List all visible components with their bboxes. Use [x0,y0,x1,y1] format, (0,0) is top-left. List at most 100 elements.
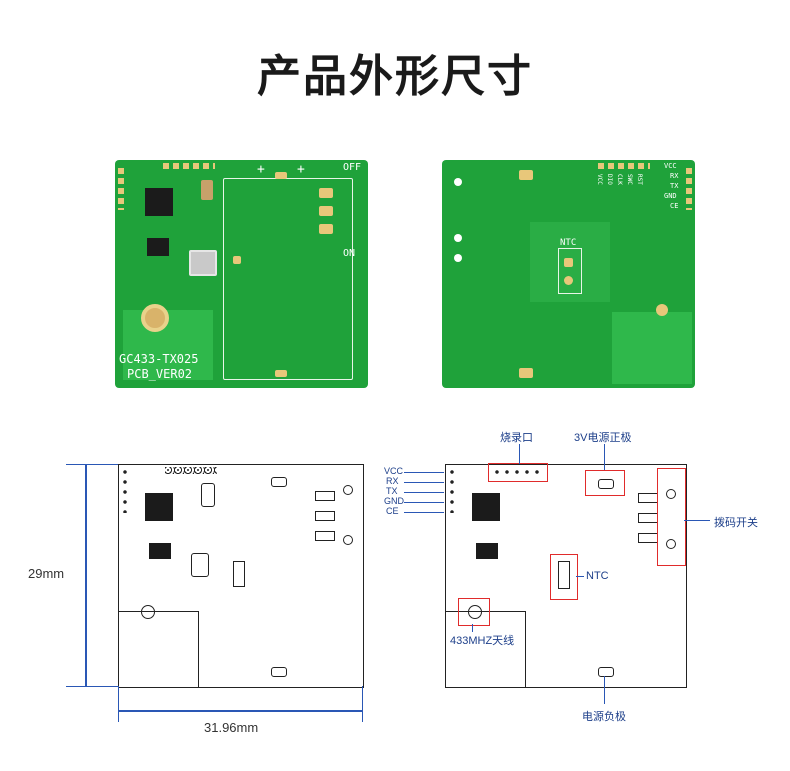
back-mount-pad [656,304,668,316]
pcb-antenna-area-back [612,312,692,384]
drawing-cap [201,483,215,507]
dim-width-tick-left [118,686,119,722]
silk-model: GC433-TX025 [119,352,199,366]
silk-pin-top-rst: RST [636,174,643,185]
label-burn-port: 烧录口 [500,432,533,444]
silk-version: PCB_VER02 [127,367,193,381]
drawing-ntc-pad [233,561,245,587]
silk-off: OFF [343,162,362,173]
crystal [189,250,217,276]
label-pin-tx: TX [386,486,398,496]
drawing-mount-hole [141,605,155,619]
silk-pin-gnd: GND [664,192,677,200]
label-pin-gnd: GND [384,496,404,506]
label-pin-ce: CE [386,506,399,516]
line-dip [684,520,710,521]
silk-pin-top-clk: CLK [616,174,623,185]
back-pad-bottom [519,368,533,378]
dim-width-line [118,710,362,712]
annot-dip-1 [638,493,658,503]
pad-ntc [233,256,241,264]
pad-dip-1 [319,188,333,198]
dim-height-tick-top [66,464,118,465]
annot-mount-hole [468,605,482,619]
back-pin-row [598,163,650,169]
silk-pin-ce: CE [670,202,679,210]
drawing-dip-1 [315,491,335,501]
pcb-back-photo: NTC VCC RX TX GND CE VCC DIO CLK SWC RST [442,160,695,388]
annot-hole-r1 [666,489,676,499]
back-pin-col [686,168,692,210]
annot-pin-col [448,467,456,513]
line-pin-vcc [404,472,444,473]
annot-pad-bottom [598,667,614,677]
drawing-mcu [145,493,173,521]
drawing-crystal [191,553,209,577]
dim-height-label: 29mm [28,566,65,581]
annot-ntc-pad [558,561,570,589]
pin-col-left [118,168,124,210]
dim-height-tick-bottom [66,686,118,687]
dim-width-tick-right [362,686,363,722]
dim-height-line [85,464,87,686]
silk-pin-vcc: VCC [664,162,677,170]
line-pin-ce [404,512,444,513]
ntc-pad-1 [564,258,573,267]
label-dip-switch: 拨码开关 [714,517,758,529]
capacitor [201,180,213,200]
back-hole-1 [454,178,462,186]
label-pin-rx: RX [386,476,399,486]
line-burn-port [519,444,520,464]
drawing-pad-bottom [271,667,287,677]
drawing-dip-3 [315,531,335,541]
drawing-annotated [445,464,687,688]
silk-pin-tx: TX [670,182,679,190]
antenna-cutout [118,611,199,688]
line-pin-rx [404,482,444,483]
redbox-ntc [550,554,578,600]
silk-pin-top-swc: SWC [626,174,633,185]
line-pin-tx [404,492,444,493]
drawing-dip-2 [315,511,335,521]
pcb-outline-silk [223,178,353,380]
drawing-pad-top [271,477,287,487]
label-ntc: NTC [586,570,609,582]
redbox-burn-port [488,463,548,482]
back-hole-3 [454,254,462,262]
line-ntc [576,576,584,577]
mcu-chip [145,188,173,216]
pcb-mount-hole [141,304,169,332]
drawing-dimension [118,464,364,688]
drawing-mosfet [149,543,171,559]
silk-plus-1: + [257,162,265,177]
pad-dip-3 [319,224,333,234]
redbox-positive [585,470,625,496]
label-antenna: 433MHZ天线 [450,635,515,647]
page-title: 产品外形尺寸 [257,51,533,102]
back-pad-top [519,170,533,180]
label-positive: 3V电源正极 [574,432,632,444]
back-hole-2 [454,234,462,242]
silk-on: ON [343,248,356,259]
silk-pin-top-vcc: VCC [596,174,603,185]
pcb-front-photo: OFF ON + + GC433-TX025 PCB_VER02 [115,160,368,388]
annot-dip-2 [638,513,658,523]
line-positive [604,444,605,470]
mosfet-chip [147,238,169,256]
pad-dip-2 [319,206,333,216]
drawing-hole-r1 [343,485,353,495]
pad-top [275,172,287,179]
annot-mosfet [476,543,498,559]
ntc-pad-2 [564,276,573,285]
annot-hole-r2 [666,539,676,549]
annot-mcu [472,493,500,521]
ntc-box [558,248,582,294]
label-negative: 电源负极 [582,711,626,723]
silk-plus-2: + [297,162,305,177]
silk-ntc: NTC [560,238,577,248]
redbox-dip [657,468,686,566]
antenna-cutout-r [445,611,526,688]
pin-row-top [163,163,215,169]
line-pin-gnd [404,502,444,503]
dim-width-label: 31.96mm [204,720,259,735]
